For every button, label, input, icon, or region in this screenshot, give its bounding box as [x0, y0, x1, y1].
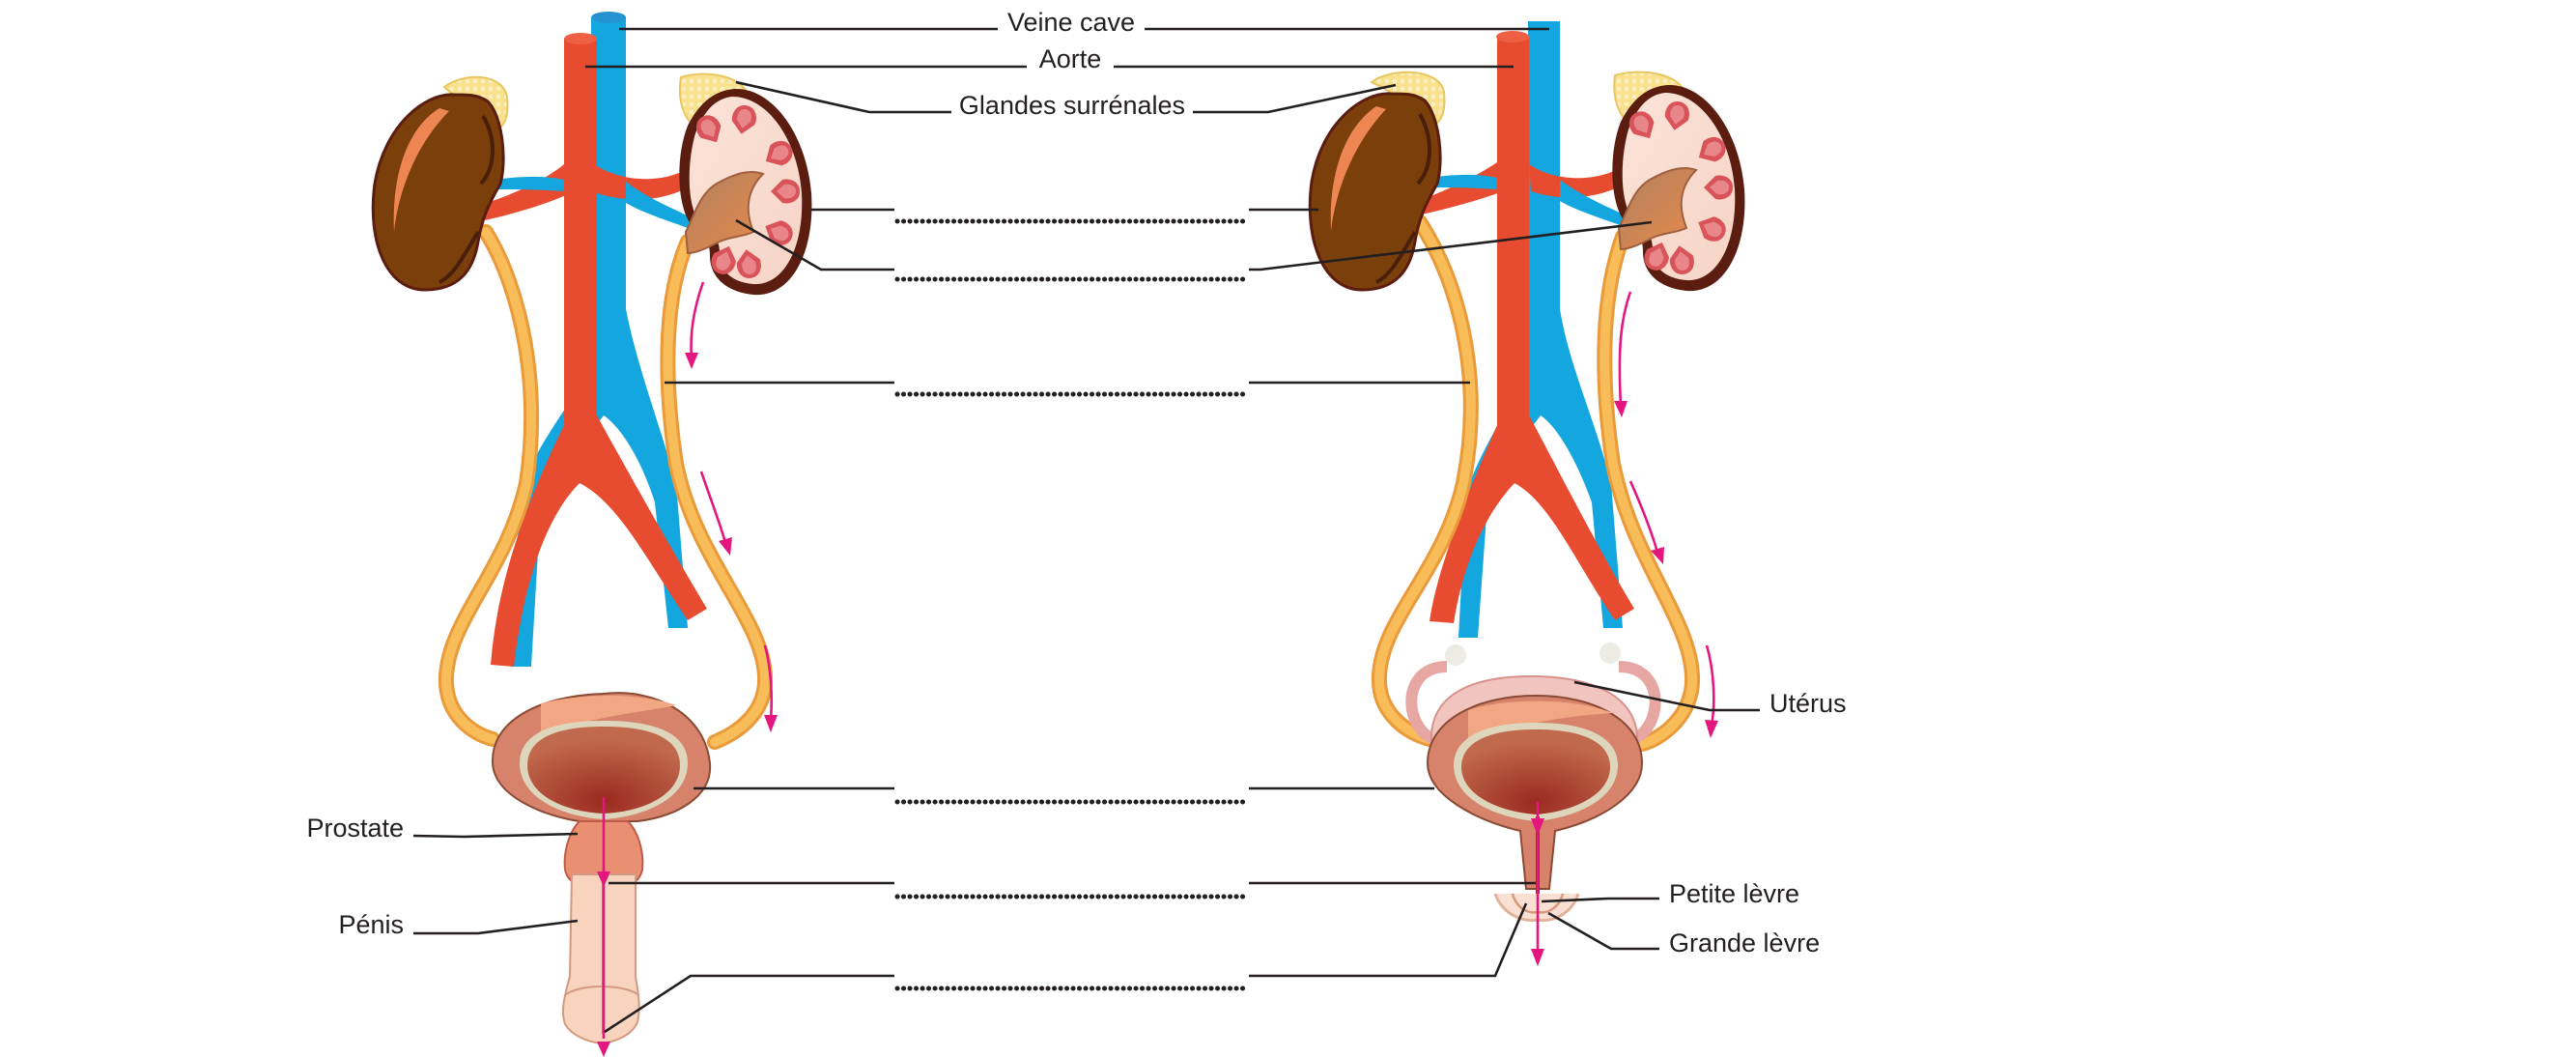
label-labia-minora: Petite lèvre [1669, 879, 1799, 908]
label-labia-majora: Grande lèvre [1669, 928, 1820, 957]
answer-blanks [894, 218, 1251, 991]
aorta-vessel [491, 39, 707, 667]
label-penis: Pénis [338, 910, 404, 939]
label-prostate: Prostate [306, 814, 404, 843]
aorta-top [564, 33, 597, 44]
male-urinary-system [371, 12, 812, 1057]
label-vena-cava: Veine cave [1007, 8, 1135, 37]
label-adrenal-glands: Glandes surrénales [959, 91, 1185, 120]
leader-lines [412, 27, 1760, 1034]
fallopian-tube-left [1405, 661, 1448, 745]
ovary-left [1445, 644, 1466, 666]
kidney-left [371, 93, 505, 292]
aorta-vessel-female [1430, 37, 1634, 623]
labels: Veine cave Aorte Glandes surrénales Pros… [306, 8, 1846, 957]
label-uterus: Utérus [1769, 689, 1847, 718]
female-urinary-system [1308, 21, 1745, 966]
renal-pelvis [684, 171, 765, 255]
ovary-right [1599, 643, 1621, 664]
label-aorta: Aorte [1039, 44, 1102, 73]
vena-cava-vessel-female [1458, 21, 1623, 638]
vena-cava-vessel [512, 17, 688, 667]
vena-cava-top [591, 12, 626, 23]
